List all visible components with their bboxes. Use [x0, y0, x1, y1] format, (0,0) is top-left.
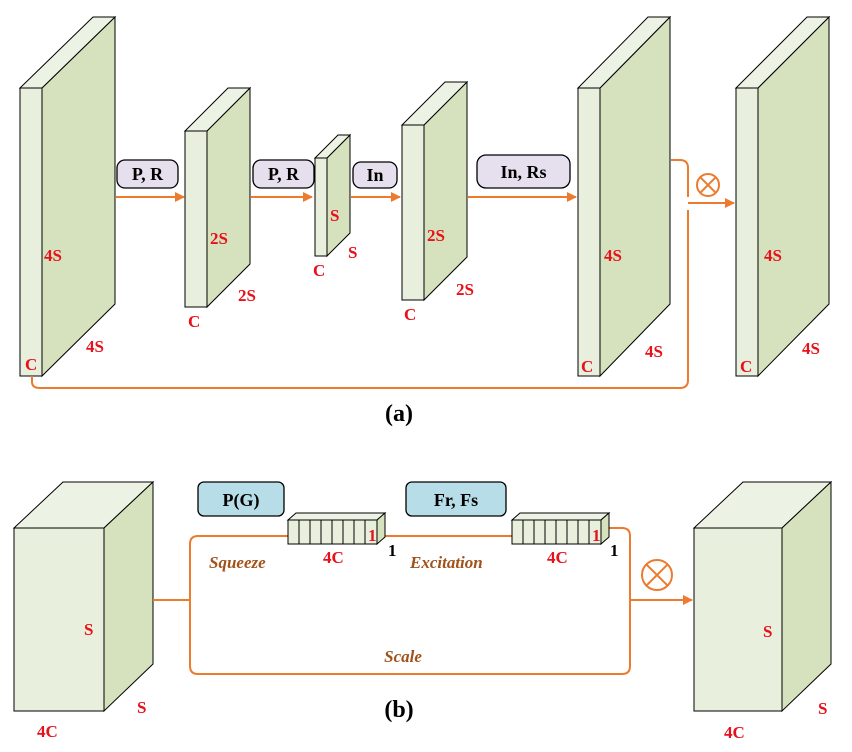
panel-b: S S 4C S S 4C — [12, 480, 833, 742]
block1-height-label: 4S — [44, 246, 62, 265]
output-cube-height-label: S — [763, 622, 772, 641]
excitation-vector — [510, 511, 611, 546]
scale-label: Scale — [384, 647, 422, 666]
feature-block-5 — [576, 15, 672, 378]
block2-channel-label: C — [188, 312, 200, 331]
squeeze-vector-depth-label: 1 — [368, 526, 377, 545]
multiply-icon-b — [641, 559, 673, 591]
squeeze-vector-channels-label: 4C — [323, 548, 344, 567]
feature-block-1 — [18, 15, 117, 378]
op-box-fr-fs: Fr, Fs — [405, 481, 507, 517]
block5-channel-label: C — [581, 357, 593, 376]
block4-height-label: 2S — [427, 226, 445, 245]
squeeze-label: Squeeze — [209, 553, 266, 572]
block2-height-label: 2S — [210, 229, 228, 248]
block3-channel-label: C — [313, 261, 325, 280]
op-pool-relu-2-label: P, R — [268, 164, 300, 184]
block1-width-label: 4S — [86, 337, 104, 356]
block6-channel-label: C — [740, 357, 752, 376]
op-box-interp: In — [352, 161, 398, 189]
feature-block-2 — [183, 86, 252, 309]
op-box-pool-relu-1: P, R — [116, 159, 179, 189]
input-cube-height-label: S — [84, 620, 93, 639]
attention-branch — [671, 159, 689, 197]
panel-b-caption: (b) — [384, 697, 413, 723]
op-box-pool-relu-2: P, R — [252, 159, 315, 189]
squeeze-vector — [286, 511, 387, 546]
block2-width-label: 2S — [238, 286, 256, 305]
panel-a-caption: (a) — [385, 401, 413, 427]
excitation-vector-depth-label: 1 — [592, 526, 601, 545]
feature-block-6 — [734, 15, 831, 378]
excitation-vector-width-label: 1 — [610, 541, 619, 560]
feature-block-4 — [400, 80, 469, 302]
block1-channel-label: C — [25, 355, 37, 374]
scale-branch — [189, 527, 631, 675]
squeeze-vector-width-label: 1 — [388, 541, 397, 560]
block6-width-label: 4S — [802, 339, 820, 358]
excitation-label: Excitation — [409, 553, 483, 572]
output-cube-channels-label: 4C — [724, 723, 745, 742]
feature-block-3 — [313, 133, 352, 258]
panel-a: 4S 4S C 2S 2S C S S C 2S 2S C — [18, 15, 831, 427]
input-cube-depth-label: S — [137, 698, 146, 717]
block4-channel-label: C — [404, 305, 416, 324]
op-fr-fs-label: Fr, Fs — [434, 490, 478, 510]
block4-width-label: 2S — [456, 280, 474, 299]
op-box-global-pool: P(G) — [197, 481, 285, 517]
op-interp-label: In — [366, 165, 383, 185]
op-box-interp-resize: In, Rs — [476, 154, 571, 189]
block5-width-label: 4S — [645, 342, 663, 361]
op-global-pool-label: P(G) — [223, 490, 260, 511]
block6-height-label: 4S — [764, 246, 782, 265]
block3-width-label: S — [348, 243, 357, 262]
input-cube-channels-label: 4C — [37, 722, 58, 741]
output-cube — [692, 480, 833, 713]
op-interp-resize-label: In, Rs — [500, 162, 546, 182]
multiply-icon-a — [696, 173, 720, 197]
output-cube-depth-label: S — [818, 699, 827, 718]
skip-connection — [31, 210, 689, 389]
block3-height-label: S — [330, 206, 339, 225]
op-pool-relu-1-label: P, R — [132, 164, 164, 184]
excitation-vector-channels-label: 4C — [547, 548, 568, 567]
block5-height-label: 4S — [604, 246, 622, 265]
input-cube — [12, 480, 155, 713]
squeeze-branch — [189, 535, 288, 666]
